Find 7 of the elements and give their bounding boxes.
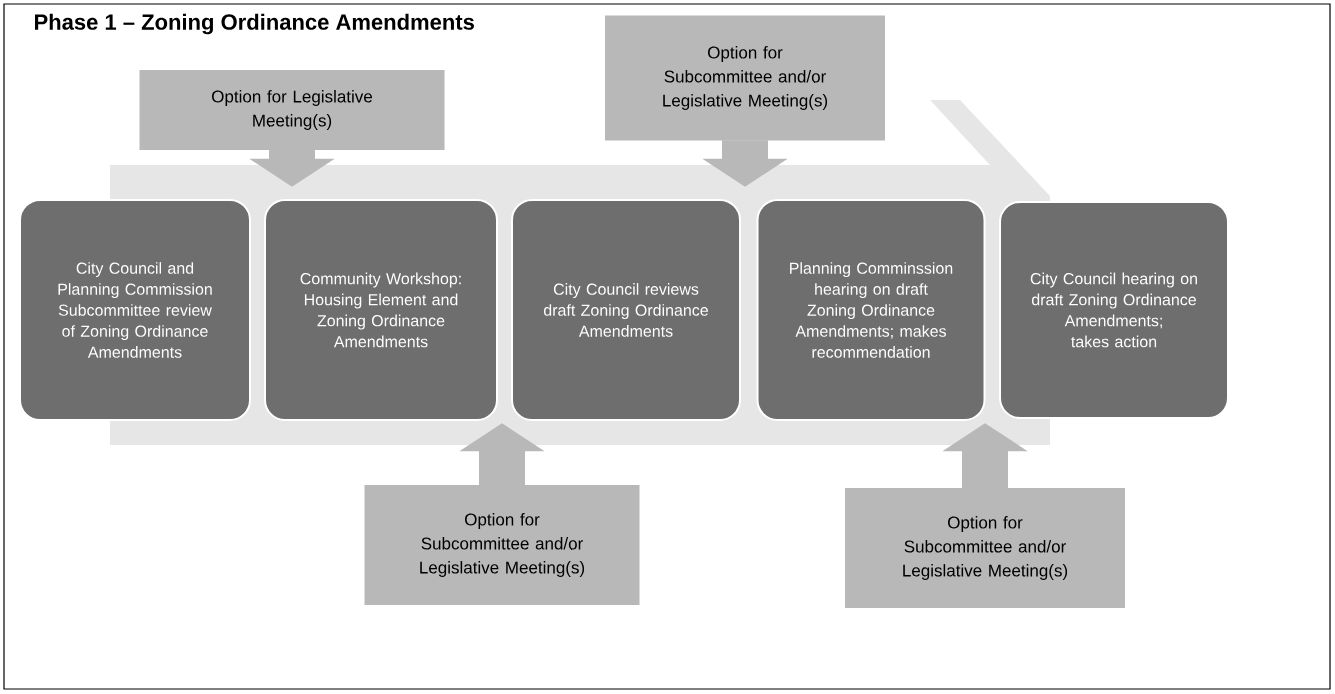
callout-box: Option for Subcommittee and/or Legislative Meeting(s): [605, 15, 885, 141]
process-box: City Council hearing on draft Zoning Ordinance Amendments; takes action: [999, 201, 1229, 419]
callout-box: Option for Legislative Meeting(s): [139, 70, 445, 150]
callout-box: Option for Subcommittee and/or Legislative Meeting(s): [845, 488, 1125, 608]
title: Phase 1 – Zoning Ordinance Amendments: [35, 13, 474, 35]
callout-box: Option for Subcommittee and/or Legislative Meeting(s): [364, 485, 640, 605]
process-box: City Council and Planning Commission Subcommittee review of Zoning Ordinance Amendments: [19, 199, 251, 421]
